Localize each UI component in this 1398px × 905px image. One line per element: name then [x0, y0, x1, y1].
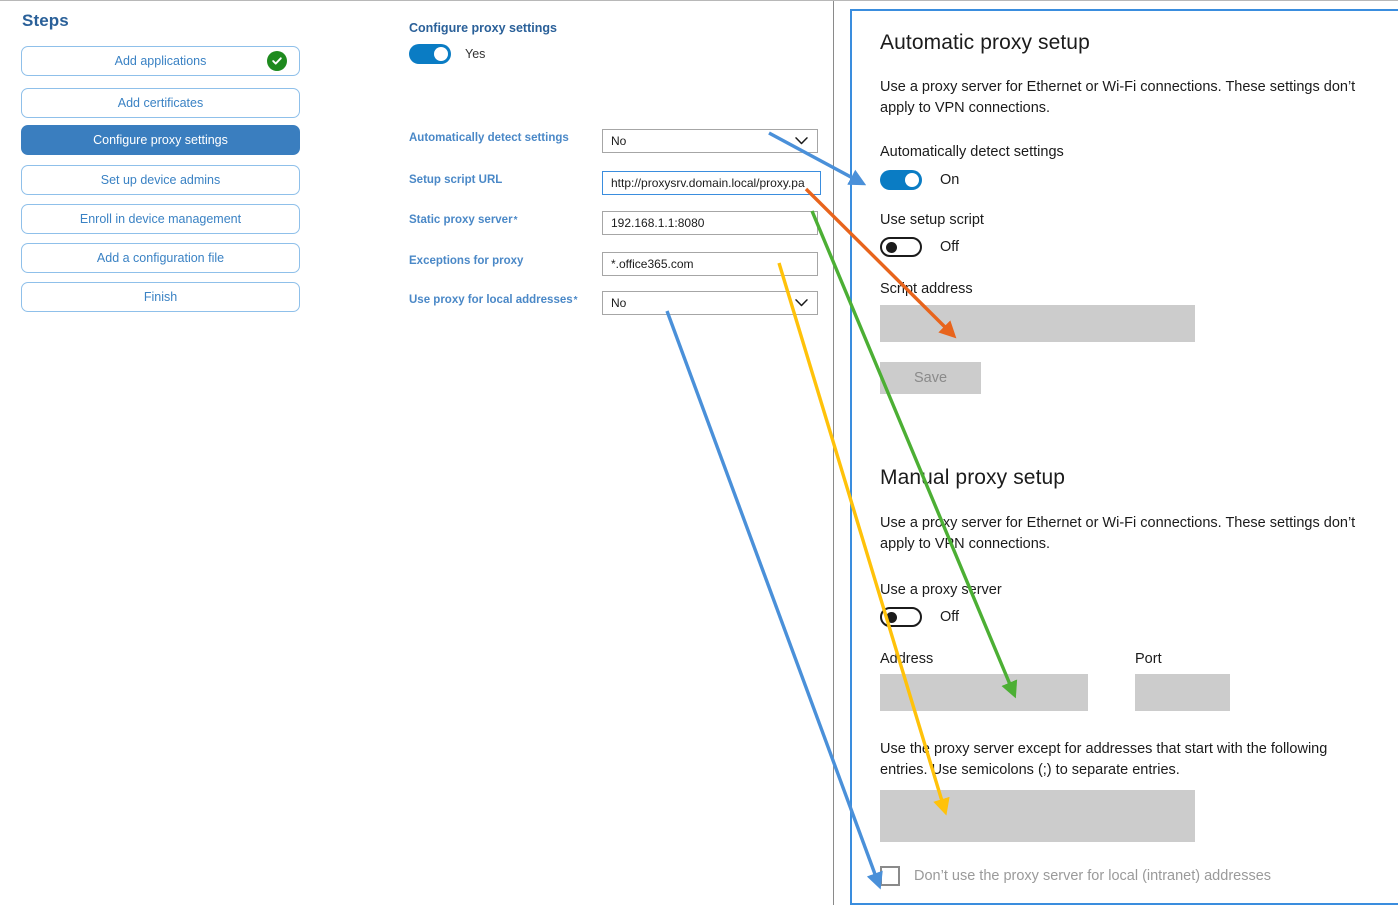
step-label: Finish — [143, 290, 178, 304]
input-value: 192.168.1.1:8080 — [611, 216, 705, 230]
use-setup-script-toggle[interactable] — [880, 237, 922, 258]
use-setup-script-toggle-state: Off — [940, 239, 960, 256]
manual-proxy-setup-section: Manual proxy setup Use a proxy server fo… — [880, 466, 1398, 887]
static-proxy-server-input[interactable]: 192.168.1.1:8080 — [602, 211, 818, 235]
step-item-set-up-device-admins[interactable]: Set up device admins — [21, 165, 300, 195]
bypass-local-label: Don’t use the proxy server for local (in… — [914, 868, 1272, 885]
use-proxy-local-select[interactable]: No — [602, 291, 818, 315]
save-button[interactable]: Save — [880, 362, 981, 395]
field-row-automatically-detect-settings: Automatically detect settings No — [330, 129, 833, 153]
use-a-proxy-server-label: Use a proxy server — [880, 582, 1002, 599]
bypass-local-row[interactable]: Don’t use the proxy server for local (in… — [880, 866, 1398, 887]
input-value: *.office365.com — [611, 257, 694, 271]
required-marker: * — [573, 295, 578, 306]
step-label: Set up device admins — [100, 173, 221, 187]
script-address-box[interactable] — [880, 305, 1195, 343]
script-address-label: Script address — [880, 281, 973, 298]
toggle-knob — [434, 47, 448, 61]
step-item-enroll-in-device-management[interactable]: Enroll in device management — [21, 204, 300, 234]
exceptions-for-proxy-input[interactable]: *.office365.com — [602, 252, 818, 276]
manual-address-box[interactable] — [880, 674, 1088, 712]
step-item-finish[interactable]: Finish — [21, 282, 300, 312]
field-row-exceptions-for-proxy: Exceptions for proxy *.office365.com — [330, 252, 833, 276]
required-marker: * — [513, 215, 518, 226]
windows-proxy-settings-panel: Automatic proxy setup Use a proxy server… — [850, 9, 1398, 905]
toggle-knob — [886, 242, 897, 254]
exceptions-box[interactable] — [880, 790, 1195, 843]
step-item-add-applications[interactable]: Add applications — [21, 46, 300, 76]
automatically-detect-settings-select[interactable]: No — [602, 129, 818, 153]
detect-settings-toggle-row[interactable]: On — [880, 170, 1398, 191]
field-row-static-proxy-server: Static proxy server* 192.168.1.1:8080 — [330, 211, 833, 235]
field-label-automatically-detect-settings: Automatically detect settings — [409, 132, 569, 144]
save-button-label: Save — [913, 370, 948, 387]
field-row-use-proxy-local-addresses: Use proxy for local addresses* No — [330, 291, 833, 315]
setup-script-url-input[interactable]: http://proxysrv.domain.local/proxy.pa — [602, 171, 821, 195]
manual-port-label: Port — [1135, 651, 1162, 668]
detect-settings-toggle-state: On — [940, 172, 960, 189]
step-label: Add applications — [114, 54, 207, 68]
manual-proxy-setup-description: Use a proxy server for Ethernet or Wi-Fi… — [880, 515, 1356, 552]
bypass-local-checkbox[interactable] — [880, 866, 900, 887]
select-value: No — [611, 296, 627, 310]
check-circle-icon — [267, 51, 287, 71]
automatic-proxy-setup-heading: Automatic proxy setup — [880, 31, 1090, 54]
use-setup-script-label: Use setup script — [880, 212, 984, 229]
automatically-detect-settings-label: Automatically detect settings — [880, 144, 1064, 161]
select-value: No — [611, 134, 627, 148]
use-a-proxy-server-toggle-row[interactable]: Off — [880, 607, 1398, 628]
field-label-setup-script-url: Setup script URL — [409, 174, 503, 186]
field-row-setup-script-url: Setup script URL http://proxysrv.domain.… — [330, 171, 833, 195]
manual-port-box[interactable] — [1135, 674, 1230, 712]
use-setup-script-toggle-row[interactable]: Off — [880, 237, 1398, 258]
input-value: http://proxysrv.domain.local/proxy.pa — [611, 176, 805, 190]
exceptions-description: Use the proxy server except for addresse… — [880, 741, 1328, 778]
step-item-configure-proxy-settings[interactable]: Configure proxy settings — [21, 125, 300, 155]
address-port-row: Address Port — [880, 651, 1398, 712]
panel-divider — [833, 1, 834, 905]
step-label: Configure proxy settings — [93, 133, 228, 147]
manual-proxy-setup-heading: Manual proxy setup — [880, 466, 1066, 489]
step-label: Enroll in device management — [79, 212, 242, 226]
automatic-proxy-setup-description: Use a proxy server for Ethernet or Wi-Fi… — [880, 79, 1356, 116]
form-heading: Configure proxy settings — [409, 21, 557, 35]
configure-proxy-toggle-label: Yes — [465, 47, 486, 61]
chevron-down-icon — [795, 299, 808, 308]
address-field-group: Address — [880, 651, 1088, 712]
configure-proxy-toggle[interactable] — [409, 44, 451, 64]
field-label-static-proxy-server: Static proxy server* — [409, 214, 518, 226]
step-item-add-certificates[interactable]: Add certificates — [21, 88, 300, 118]
chevron-down-icon — [795, 137, 808, 146]
port-field-group: Port — [1135, 651, 1230, 712]
step-item-add-a-configuration-file[interactable]: Add a configuration file — [21, 243, 300, 273]
automatic-proxy-setup-section: Automatic proxy setup Use a proxy server… — [880, 31, 1398, 395]
steps-title: Steps — [22, 11, 69, 30]
step-label: Add a configuration file — [96, 251, 225, 265]
field-label-exceptions-for-proxy: Exceptions for proxy — [409, 255, 524, 267]
detect-settings-toggle[interactable] — [880, 170, 922, 191]
configure-proxy-form-panel: Configure proxy settings Yes Automatical… — [330, 1, 833, 905]
step-label: Add certificates — [117, 96, 204, 110]
toggle-knob — [905, 173, 919, 188]
use-a-proxy-server-toggle-state: Off — [940, 609, 960, 626]
steps-panel: Steps Add applications Add certificates … — [0, 1, 330, 905]
field-label-use-proxy-local-addresses: Use proxy for local addresses* — [409, 294, 578, 306]
toggle-knob — [886, 612, 897, 624]
configure-proxy-toggle-row[interactable]: Yes — [409, 44, 485, 64]
manual-address-label: Address — [880, 651, 934, 668]
use-a-proxy-server-toggle[interactable] — [880, 607, 922, 628]
